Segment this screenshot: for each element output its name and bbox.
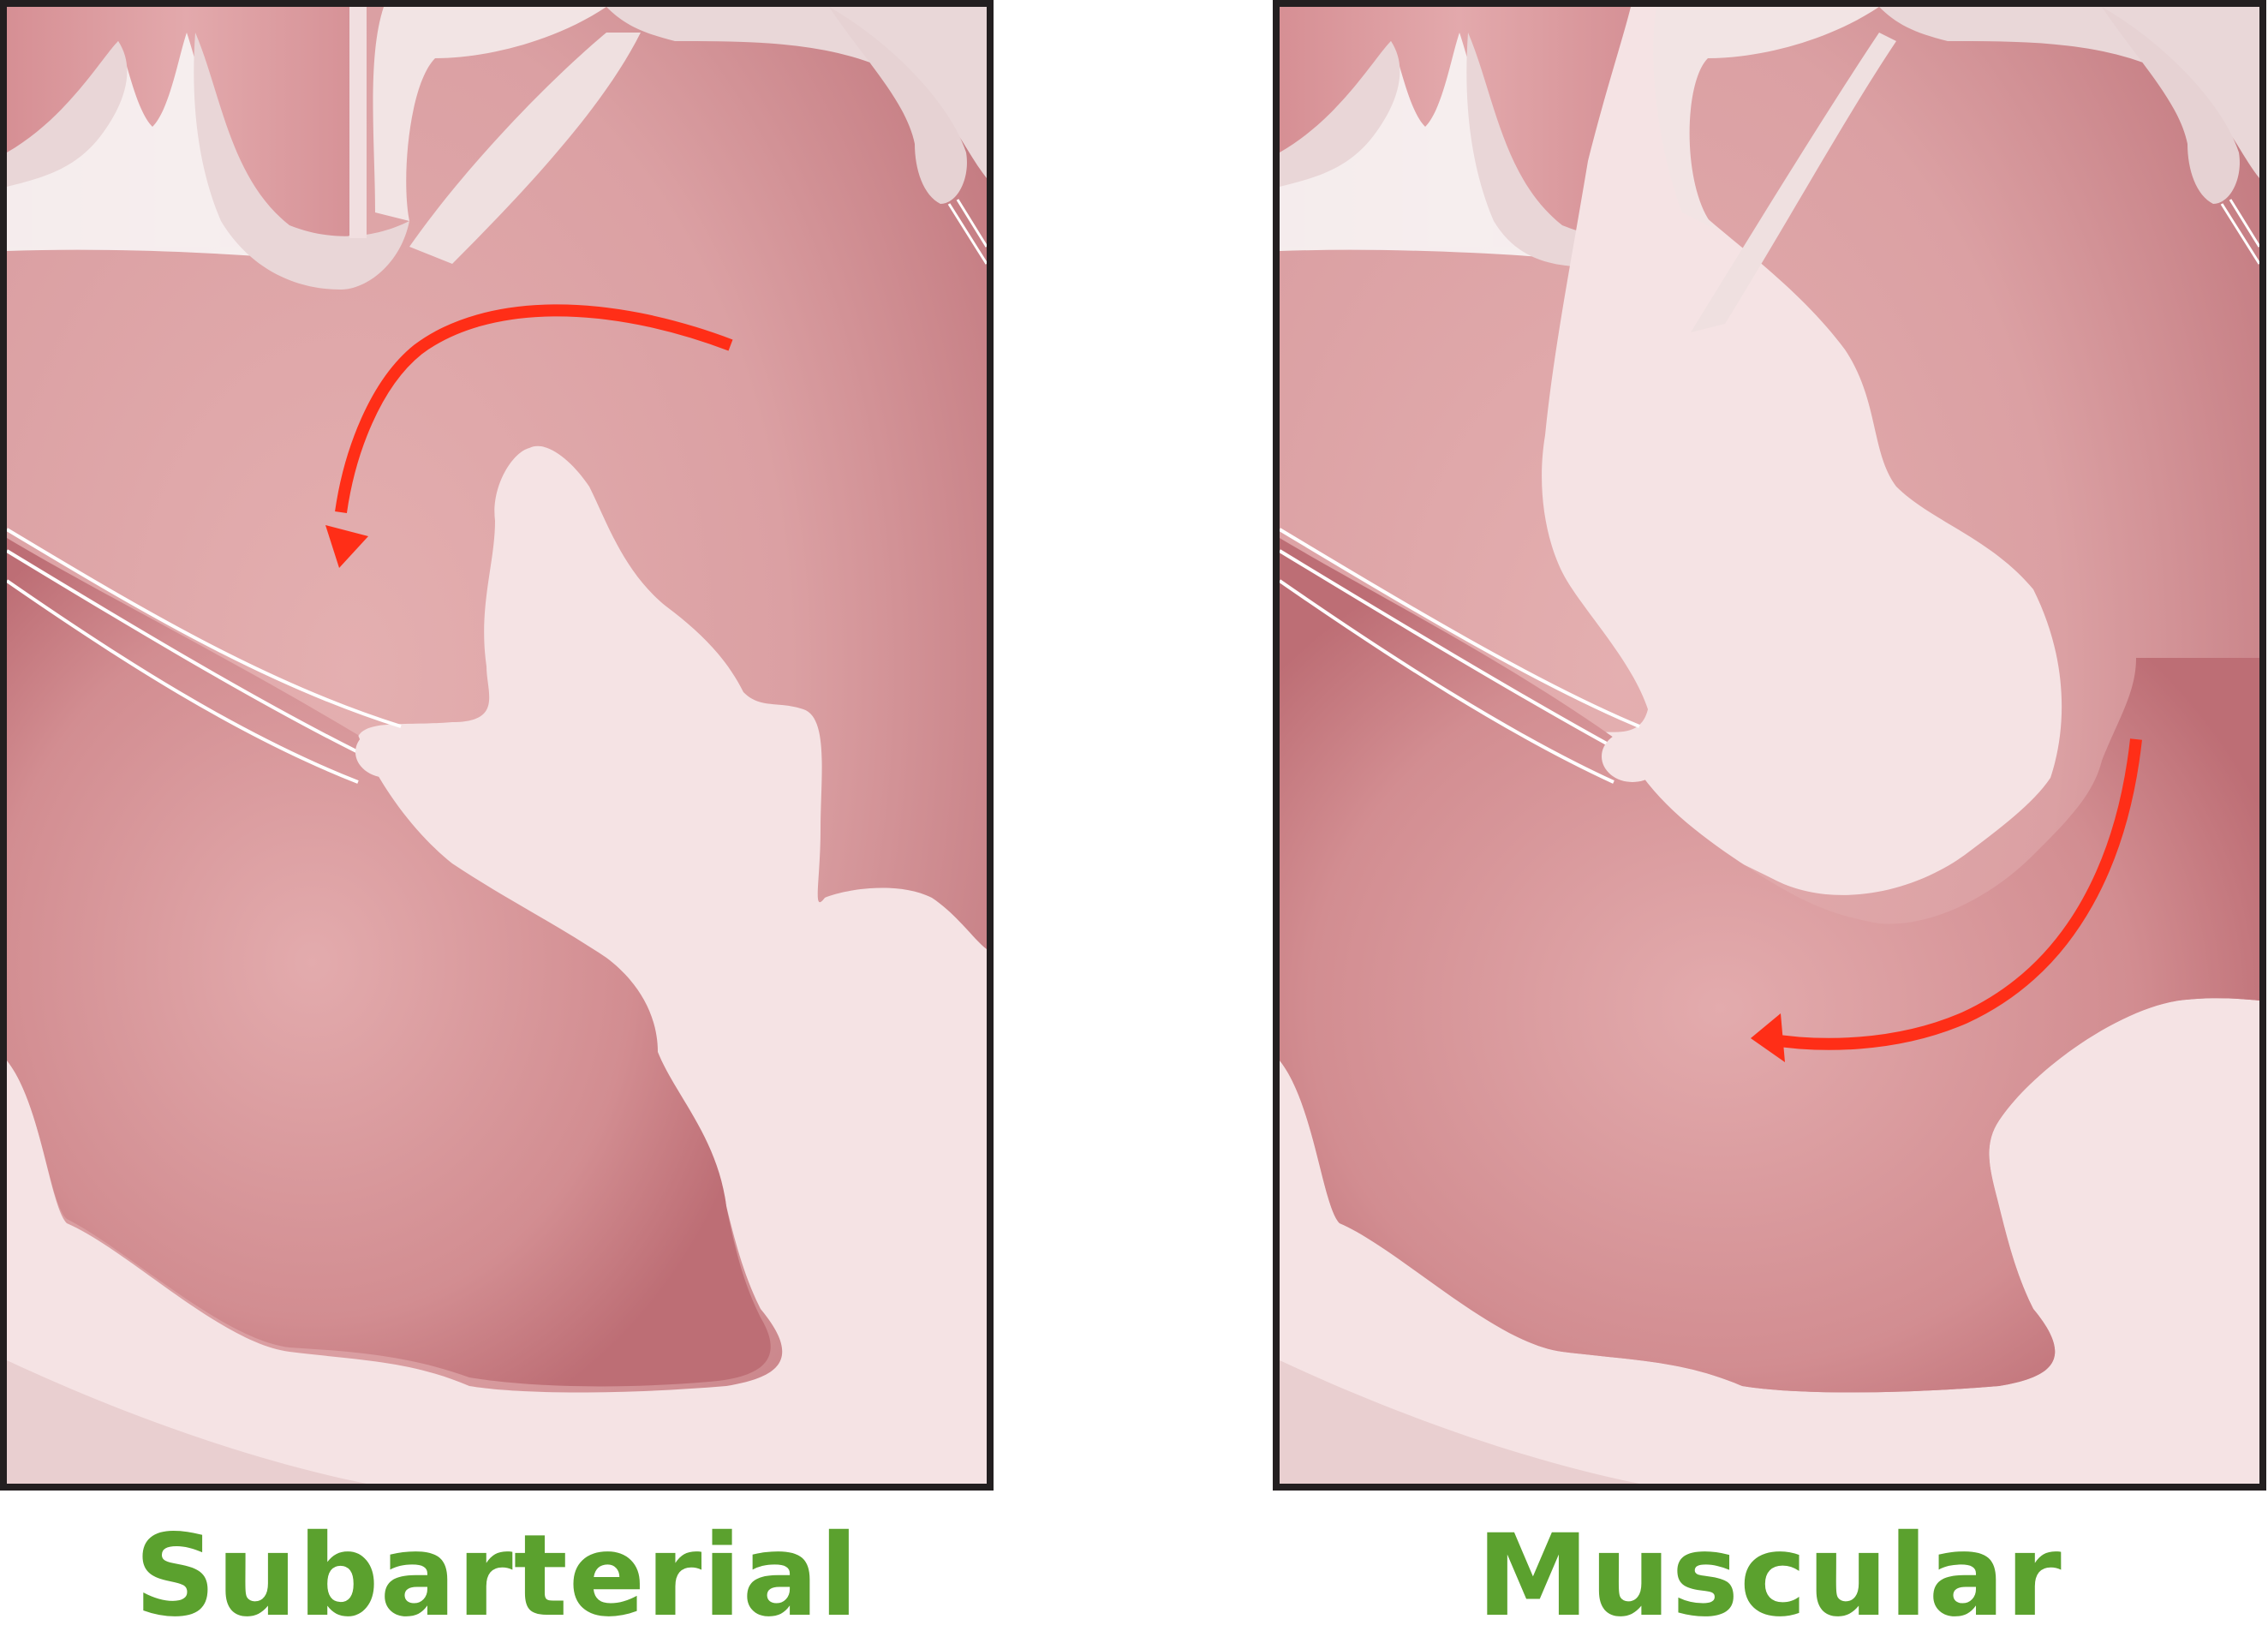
valve-cusp-mid [1466,33,1639,267]
apex-outer-rim [7,1360,367,1484]
apex-outer-rim [1280,1360,1639,1484]
muscular-illustration-panel [1273,0,2266,1491]
blood-flow-arrow [325,304,733,568]
caption-muscular: Muscular [1477,1510,2062,1642]
outflow-tract-wall [409,33,641,264]
papillary-muscle-tip [355,726,421,778]
chordae-right [947,199,987,265]
chordae-tendineae [1280,528,1640,784]
right-ventricle-cavity [7,445,987,1484]
papillary-muscle-tip [1602,731,1663,782]
valve-cusp-left [1280,41,1400,187]
right-valve-lip [829,7,967,204]
blood-flow-arrow [1751,738,2142,1062]
muscular-heart-cross-section [1280,7,2259,1484]
pulmonary-trunk-wall [349,7,367,238]
infundibular-wall [1691,33,1896,332]
subarterial-heart-cross-section [7,7,987,1484]
pulmonary-valve-leaflet [373,7,606,221]
valve-cusp-mid [194,33,409,290]
chordae-right [2220,199,2259,265]
ventricular-septum [1280,538,2259,1393]
ventricular-septum [7,538,771,1387]
valve-cusp-left [7,41,128,187]
caption-subarterial: Subarterial [134,1510,859,1642]
chordae-tendineae [7,528,402,784]
subarterial-illustration-panel [0,0,994,1491]
right-valve-leaflet [1879,7,2259,178]
right-ventricle-cavity [1280,998,2259,1484]
pulmonary-valve-leaflet [1653,7,1879,230]
outflow-tract-channel [1542,7,2062,895]
right-valve-leaflet [606,7,987,178]
right-valve-lip [2102,7,2240,204]
